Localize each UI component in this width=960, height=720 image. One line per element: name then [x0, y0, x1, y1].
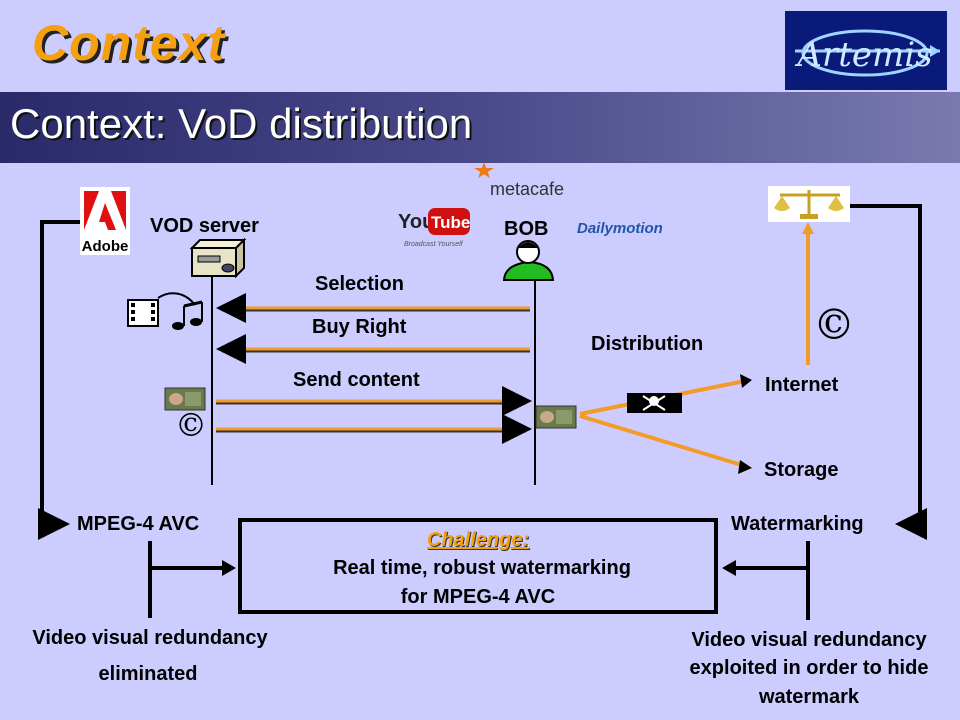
adobe-logo: Adobe — [80, 187, 130, 255]
vod-server-label: VOD server — [150, 215, 259, 237]
section-banner — [0, 92, 960, 163]
send-content-arrow-1 — [216, 386, 532, 416]
distribution-label: Distribution — [591, 333, 704, 355]
adobe-logo-text: Adobe — [82, 238, 129, 255]
buy-right-arrow — [216, 334, 530, 364]
right-note-line-1: Video visual redundancy — [691, 629, 927, 651]
pirate-flag-icon — [627, 393, 682, 413]
copyright-symbol-small: © — [175, 406, 207, 444]
right-note-line-2: exploited in order to hide — [689, 657, 929, 679]
youtube-you-text: You — [398, 211, 434, 233]
adobe-to-mpeg4-connector — [38, 220, 80, 540]
section-title: Context: VoD distribution — [10, 100, 473, 147]
challenge-box — [238, 518, 718, 614]
right-note-line-3: watermark — [758, 686, 860, 708]
youtube-logo: You Tube Broadcast Yourself — [398, 208, 470, 248]
server-icon — [189, 237, 247, 279]
artemis-logo: Artemis — [785, 11, 947, 90]
buy-right-label: Buy Right — [312, 316, 407, 338]
youtube-tube-text: Tube — [431, 213, 470, 232]
left-note-line-2: eliminated — [98, 663, 198, 685]
artemis-logo-text: Artemis — [794, 35, 932, 75]
media-icon — [127, 292, 203, 330]
storage-label: Storage — [764, 459, 839, 481]
dailymotion-logo: Dailymotion — [577, 220, 663, 237]
watermarking-label: Watermarking — [731, 513, 864, 535]
copyright-symbol-large: © — [813, 300, 855, 349]
challenge-heading: Challenge: — [238, 529, 718, 552]
scales-icon — [768, 186, 850, 222]
mpeg4-label: MPEG-4 AVC — [77, 513, 200, 535]
youtube-tagline: Broadcast Yourself — [404, 241, 464, 248]
challenge-line-1: Real time, robust watermarking — [333, 557, 631, 579]
user-icon — [502, 240, 555, 281]
slide-title: Context — [32, 15, 226, 71]
video-thumbnail-icon — [164, 387, 206, 411]
left-note-line-1: Video visual redundancy — [32, 627, 268, 649]
send-content-label: Send content — [293, 369, 420, 391]
internet-to-justice-arrow — [802, 222, 814, 365]
received-video-icon — [535, 405, 577, 429]
selection-arrow — [216, 293, 530, 323]
challenge-heading-text: Challenge: — [426, 529, 530, 551]
internet-label: Internet — [765, 374, 839, 396]
distribution-storage-arrow — [579, 414, 752, 474]
metacafe-logo: metacafe — [474, 162, 564, 199]
send-content-arrow-2 — [216, 414, 532, 444]
justice-to-watermarking-connector — [850, 204, 927, 540]
bob-label: BOB — [504, 218, 549, 240]
selection-label: Selection — [315, 273, 404, 295]
metacafe-logo-text: metacafe — [490, 179, 564, 199]
challenge-line-2: for MPEG-4 AVC — [400, 586, 556, 608]
